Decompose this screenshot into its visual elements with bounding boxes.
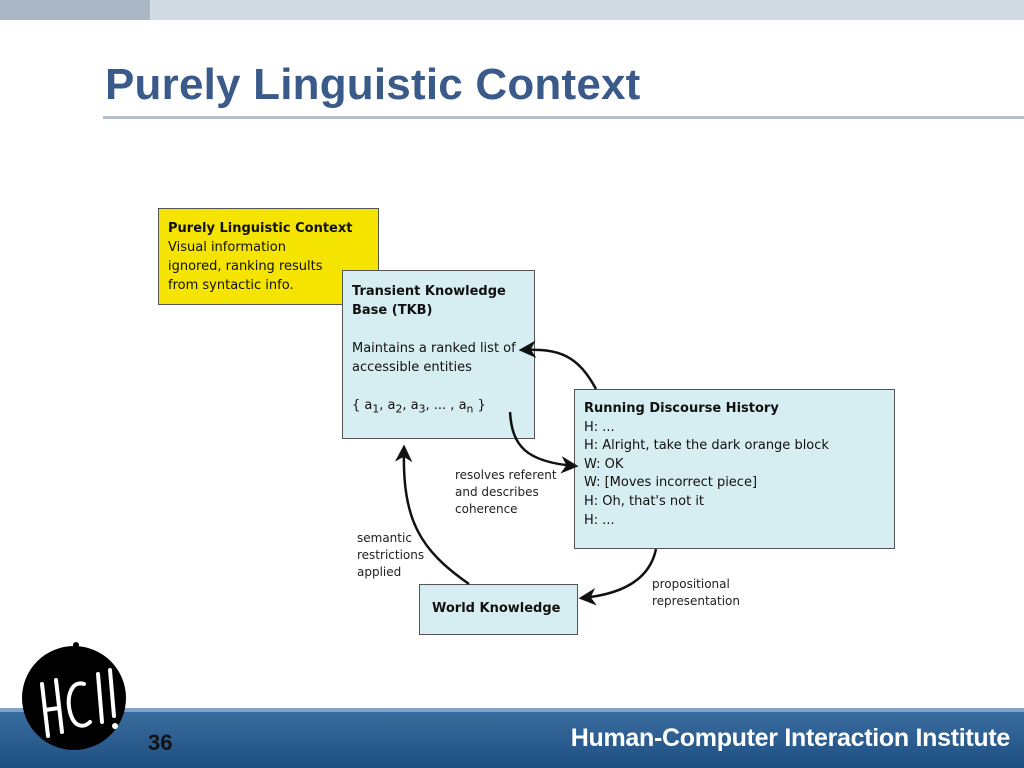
tkb-box: Transient Knowledge Base (TKB) Maintains… bbox=[342, 270, 535, 439]
top-bar bbox=[0, 0, 1024, 20]
institute-name: Human-Computer Interaction Institute bbox=[570, 724, 1011, 752]
top-bar-accent bbox=[0, 0, 150, 20]
page-number: 36 bbox=[148, 730, 173, 755]
rdh-line: H: ... bbox=[584, 512, 615, 528]
world-knowledge-box: World Knowledge bbox=[419, 584, 578, 635]
resolves-label: resolves referent and describes coherenc… bbox=[455, 468, 557, 516]
footer-strip bbox=[0, 708, 1024, 712]
hcii-logo bbox=[22, 642, 126, 750]
rdh-line: W: OK bbox=[584, 456, 624, 472]
tkb-desc-line: Maintains a ranked list of bbox=[352, 341, 516, 356]
arrow-rdh-to-wk bbox=[578, 548, 658, 606]
yellow-box-line: ignored, ranking results bbox=[168, 259, 323, 274]
world-knowledge-label: World Knowledge bbox=[432, 601, 561, 616]
tkb-heading-line: Base (TKB) bbox=[352, 303, 433, 318]
yellow-box-line: from syntactic info. bbox=[168, 278, 294, 293]
title-divider bbox=[103, 116, 1024, 119]
semantic-restrictions-label: semantic restrictions applied bbox=[357, 531, 425, 579]
purely-linguistic-context-box: Purely Linguistic Context Visual informa… bbox=[158, 208, 379, 305]
footer-bar bbox=[0, 708, 1024, 768]
rdh-line: H: Oh, that's not it bbox=[584, 493, 705, 509]
yellow-box-heading: Purely Linguistic Context bbox=[168, 221, 353, 236]
slide-title: Purely Linguistic Context bbox=[105, 60, 641, 109]
tkb-entity-set: { a1, a2, a3, ... , an } bbox=[352, 398, 486, 416]
running-discourse-history-box: Running Discourse History H: ... H: Alri… bbox=[574, 389, 895, 549]
tkb-heading-line: Transient Knowledge bbox=[352, 284, 506, 299]
rdh-line: H: ... bbox=[584, 419, 615, 435]
arrow-rdh-to-tkb bbox=[518, 340, 598, 390]
tkb-desc-line: accessible entities bbox=[352, 360, 472, 375]
rdh-line: W: [Moves incorrect piece] bbox=[584, 475, 758, 491]
yellow-box-line: Visual information bbox=[168, 240, 286, 255]
rdh-heading: Running Discourse History bbox=[584, 401, 779, 416]
arrow-tkb-to-rdh bbox=[508, 411, 579, 474]
arrow-wk-to-tkb bbox=[394, 444, 470, 586]
rdh-line: H: Alright, take the dark orange block bbox=[584, 438, 829, 454]
propositional-label: propositional representation bbox=[652, 577, 741, 608]
